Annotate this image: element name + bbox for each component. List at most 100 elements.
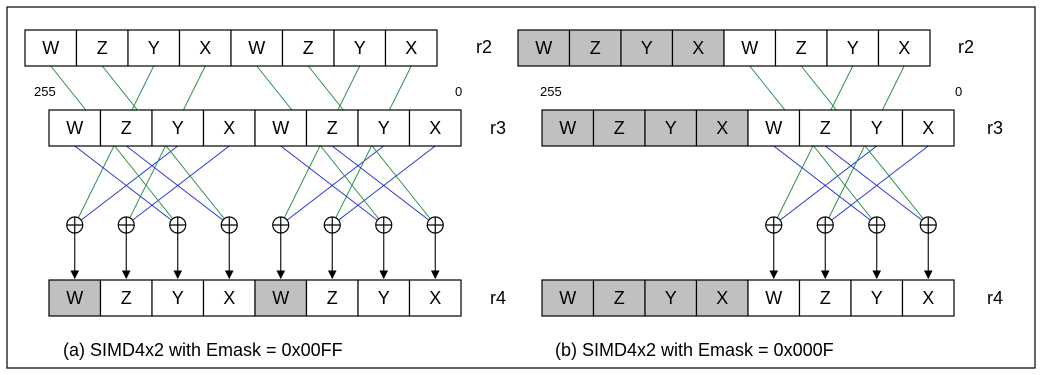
panel-a-r2-lane-3: X	[199, 38, 211, 58]
panel-b-r3-lane-0: W	[559, 118, 576, 138]
panel-a-adder-0	[66, 216, 84, 234]
panel-a-r3-path-3	[125, 145, 230, 226]
panel-a-adder-5	[323, 216, 341, 234]
panel-a-r3-lane-5: Z	[327, 118, 338, 138]
panel-b-r3-lane-4: W	[765, 118, 782, 138]
panel-a-caption: (a) SIMD4x2 with Emask = 0x00FF	[63, 340, 343, 360]
panel-a-r4-lane-2: Y	[172, 288, 184, 308]
panel-a-r3-cell-6	[357, 109, 411, 147]
panel-b-adder-7	[919, 216, 937, 234]
panel-a-r4-lane-4: W	[272, 288, 289, 308]
panel-b-r4-label: r4	[987, 288, 1003, 308]
panel-a-r2-cell-1	[75, 29, 129, 67]
panel-b-r3-lane-6: Y	[871, 118, 883, 138]
panel-a-r2-lane-2: Y	[148, 38, 160, 58]
panel-b-r4-cell-4	[747, 279, 801, 317]
panel-b-r2-lane-7: X	[898, 38, 910, 58]
panel-b-r4-lane-0: W	[559, 288, 576, 308]
panel-a-r3-label: r3	[490, 118, 506, 138]
panel-a-adder-3	[220, 216, 238, 234]
panel-a-r3-lane-0: W	[66, 118, 83, 138]
panel-a-bit-0: 0	[455, 84, 462, 99]
panel-a-r2-cell-3	[178, 29, 232, 67]
panel-b-r2-cell-3	[671, 29, 725, 67]
panel-a-r3-cell-3	[202, 109, 256, 147]
panel-a-r4-lane-7: X	[429, 288, 441, 308]
panel-a-r3-lane-7: X	[429, 118, 441, 138]
panel-a-r4-cell-4	[254, 279, 308, 317]
panel-a-registers: W Z Y X W Z Y X W Z Y X W Z Y X W Z Y X W Z Y X	[24, 29, 462, 317]
panel-b-r2-lane-5: Z	[796, 38, 807, 58]
panel-a-r2-lane-1: Z	[97, 38, 108, 58]
panel-b-adder-6	[868, 216, 886, 234]
panel-b-r3-label: r3	[987, 118, 1003, 138]
panel-b-r4-lane-1: Z	[614, 288, 625, 308]
panel-a-r2-cell-5	[281, 29, 335, 67]
panel-a-r3-lane-4: W	[272, 118, 289, 138]
panel-b-r2-lane-3: X	[692, 38, 704, 58]
panel-a-r3-cell-0	[48, 109, 102, 147]
panel-a-r3-cell-5	[305, 109, 359, 147]
panel-a-r2-lane-6: Y	[354, 38, 366, 58]
panel-a-r3-path-2	[74, 145, 179, 226]
panel-a-r3-lane-2: Y	[172, 118, 184, 138]
panel-a-r3-cell-2	[151, 109, 205, 147]
panel-a-r4-lane-5: Z	[327, 288, 338, 308]
panel-b-r3-lane-3: X	[716, 118, 728, 138]
panel-a-r3-lane-3: X	[223, 118, 235, 138]
panel-b-r4-lane-5: Z	[820, 288, 831, 308]
panel-a-r4-cell-2	[151, 279, 205, 317]
panel-a-r2-lane-0: W	[42, 38, 59, 58]
panel-b-r4-lane-2: Y	[665, 288, 677, 308]
panel-b-r4-cell-7	[901, 279, 955, 317]
panel-b-r4-lane-4: W	[765, 288, 782, 308]
panel-a-bit-255: 255	[34, 84, 56, 99]
panel-a-r2-lane-5: Z	[303, 38, 314, 58]
panel-b-r4-cell-1	[592, 279, 646, 317]
panel-b-adder-5	[816, 216, 834, 234]
panel-a-adder-2	[169, 216, 187, 234]
panel-a-r3-lane-1: Z	[121, 118, 132, 138]
panel-a-r3-cell-1	[99, 109, 153, 147]
panel-b-caption: (b) SIMD4x2 with Emask = 0x000F	[555, 340, 834, 360]
panel-b-bit-255: 255	[540, 84, 562, 99]
panel-a-r4-cell-7	[408, 279, 462, 317]
panel-a-r4-cell-3	[202, 279, 256, 317]
panel-a-adder-4	[272, 216, 290, 234]
panel-b-r3-path-6	[773, 145, 878, 226]
panel-b-r4-lane-7: X	[922, 288, 934, 308]
panel-b-bit-0: 0	[955, 84, 962, 99]
panel-a-r2-cell-6	[333, 29, 387, 67]
panel-b-r2-cell-1	[568, 29, 622, 67]
panel-a-adder-1	[117, 216, 135, 234]
panel-b-r2-lane-1: Z	[590, 38, 601, 58]
panel-a-r4-cell-0	[48, 279, 102, 317]
panel-a-r2-label: r2	[476, 37, 492, 57]
panel-a-r4-lane-1: Z	[121, 288, 132, 308]
panel-b-r3-cell-1	[592, 109, 646, 147]
panel-b-r2-lane-6: Y	[847, 38, 859, 58]
panel-b-r4-cell-2	[644, 279, 698, 317]
panel-a-r4-lane-6: Y	[378, 288, 390, 308]
panel-b-r3-lane-7: X	[922, 118, 934, 138]
panel-a-r3-path-7	[331, 145, 436, 226]
panel-b-r3-cell-3	[695, 109, 749, 147]
panel-b-r2-cell-2	[620, 29, 674, 67]
panel-b-r4-cell-5	[798, 279, 852, 317]
panel-b-r2-cell-7	[877, 29, 931, 67]
panel-a-adder-6	[375, 216, 393, 234]
panel-b-r2-cell-4	[723, 29, 777, 67]
panel-a-r4-lane-3: X	[223, 288, 235, 308]
panel-a-r2-cell-4	[230, 29, 284, 67]
panel-a-r2-lane-7: X	[405, 38, 417, 58]
panel-b-r3-cell-6	[850, 109, 904, 147]
panel-a-r4-lane-0: W	[66, 288, 83, 308]
panel-a-r4-cell-5	[305, 279, 359, 317]
panel-a-r2-cell-7	[384, 29, 438, 67]
panel-a-r2-lane-4: W	[248, 38, 265, 58]
panel-b-r2-lane-0: W	[535, 38, 552, 58]
panel-a-r3-lane-6: Y	[378, 118, 390, 138]
panel-b-r2-lane-4: W	[741, 38, 758, 58]
